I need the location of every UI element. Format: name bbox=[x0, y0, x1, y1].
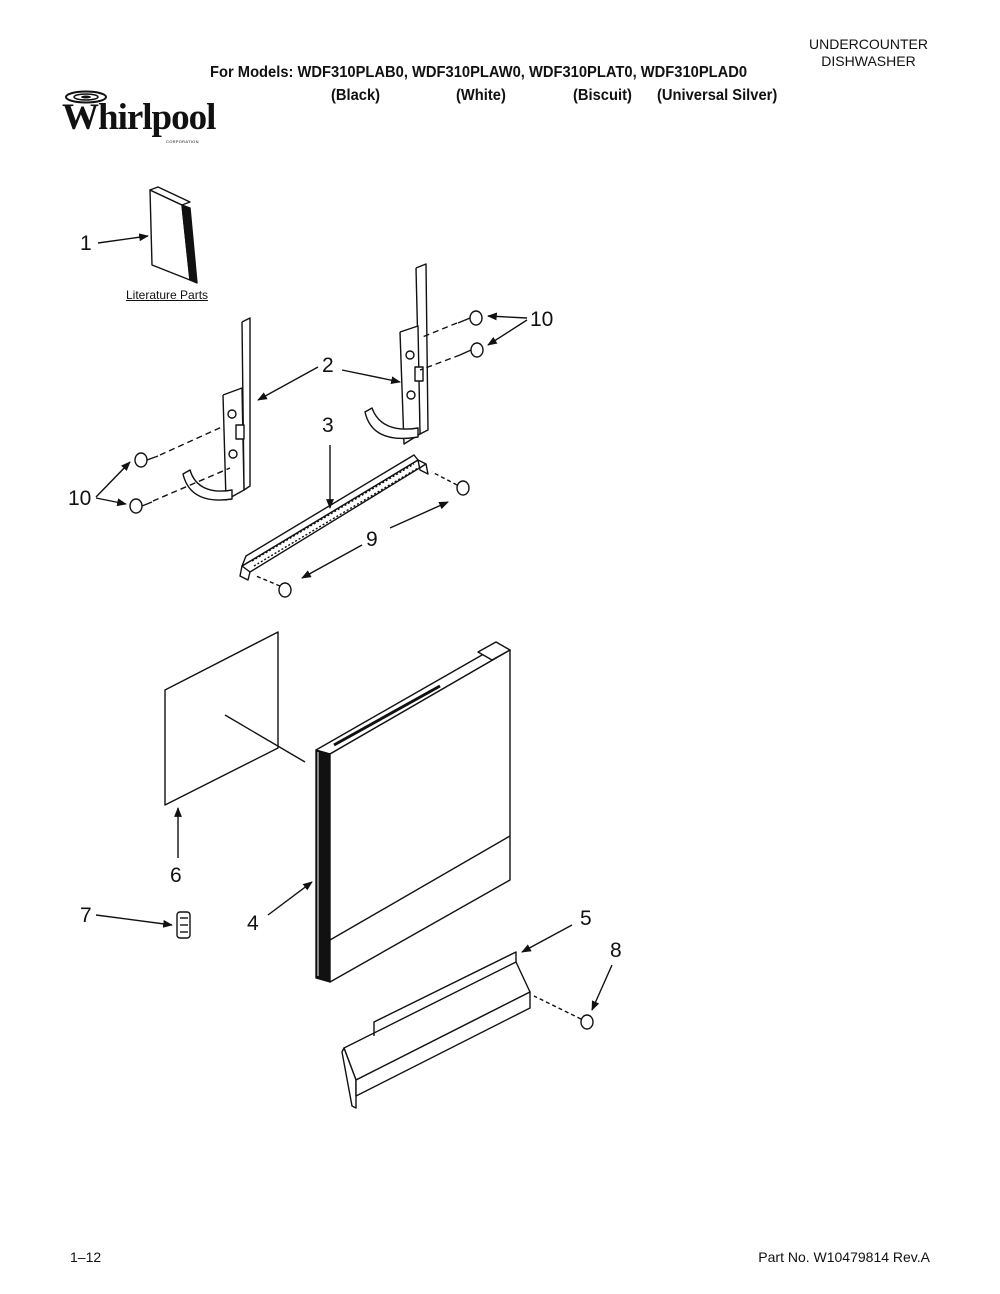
leader-2-right bbox=[341, 369, 401, 385]
product-type: UNDERCOUNTER DISHWASHER bbox=[809, 36, 928, 70]
part-number: Part No. W10479814 Rev.A bbox=[758, 1249, 930, 1265]
left-door-hinge bbox=[182, 317, 251, 501]
product-type-line1: UNDERCOUNTER bbox=[809, 36, 928, 52]
whirlpool-logo: Whirlpool CORPORATION bbox=[62, 90, 216, 144]
screw-10-left-upper bbox=[134, 452, 159, 468]
color-white: (White) bbox=[456, 87, 506, 104]
screw-10-right-lower bbox=[459, 342, 484, 358]
leader-9-left bbox=[301, 544, 363, 579]
right-door-hinge bbox=[364, 263, 429, 445]
callout-1: 1 bbox=[80, 232, 92, 255]
callout-10-right: 10 bbox=[530, 308, 554, 331]
logo-ring-icon bbox=[65, 90, 107, 104]
leader-10-left-a bbox=[95, 461, 131, 498]
outer-door-panel bbox=[315, 641, 511, 983]
callout-5: 5 bbox=[580, 907, 592, 930]
leader-10-right-a bbox=[487, 312, 528, 321]
callout-6: 6 bbox=[170, 864, 182, 887]
leader-2-left bbox=[257, 366, 319, 401]
callout-2: 2 bbox=[322, 354, 334, 377]
leader-10-right-b bbox=[487, 319, 528, 346]
door-panel-sheet bbox=[164, 631, 306, 806]
models-line: For Models: WDF310PLAB0, WDF310PLAW0, WD… bbox=[210, 64, 748, 81]
callout-10-left: 10 bbox=[68, 487, 92, 510]
door-vent-strip bbox=[239, 454, 429, 581]
leader-5 bbox=[521, 924, 573, 953]
screw-10-left-lower bbox=[129, 498, 153, 514]
literature-parts-label: Literature Parts bbox=[126, 288, 209, 302]
leader-4 bbox=[267, 881, 313, 916]
screw-9-left bbox=[255, 575, 292, 598]
leader-10-left-b bbox=[95, 497, 127, 507]
page-number: 1–12 bbox=[70, 1249, 102, 1265]
toe-panel bbox=[341, 951, 531, 1109]
color-biscuit: (Biscuit) bbox=[573, 87, 632, 104]
screw-8 bbox=[533, 995, 594, 1030]
logo-subtext: CORPORATION bbox=[166, 139, 199, 144]
callout-3: 3 bbox=[322, 414, 334, 437]
leader-1 bbox=[97, 233, 149, 244]
color-universal-silver: (Universal Silver) bbox=[657, 87, 778, 104]
product-type-line2: DISHWASHER bbox=[821, 53, 916, 69]
door-clip bbox=[176, 911, 191, 939]
screw-9-right bbox=[431, 471, 470, 496]
callout-7: 7 bbox=[80, 904, 92, 927]
color-black: (Black) bbox=[331, 87, 381, 104]
literature-booklet bbox=[149, 186, 198, 284]
callout-4: 4 bbox=[247, 912, 259, 935]
leader-9-right bbox=[389, 501, 449, 529]
leader-7 bbox=[95, 914, 173, 928]
leader-8 bbox=[591, 964, 613, 1011]
callout-8: 8 bbox=[610, 939, 622, 962]
screw-10-right-upper bbox=[457, 310, 483, 326]
logo-wordmark: Whirlpool bbox=[62, 97, 216, 138]
callout-9: 9 bbox=[366, 528, 378, 551]
